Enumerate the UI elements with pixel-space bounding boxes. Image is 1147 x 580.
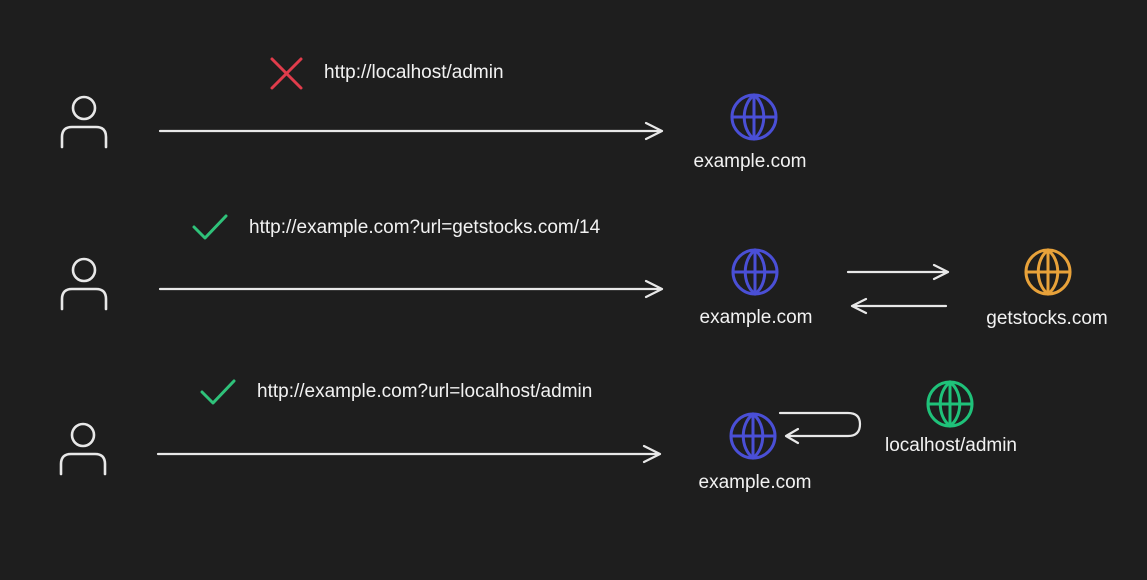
- request-url-label: http://localhost/admin: [324, 62, 504, 83]
- globe-icon: [729, 412, 777, 460]
- request-url-label: http://example.com?url=getstocks.com/14: [249, 217, 601, 238]
- response-arrow: [850, 297, 948, 315]
- server-label: example.com: [698, 472, 812, 493]
- remote-host-label: getstocks.com: [986, 308, 1108, 329]
- row-2: [60, 214, 1072, 315]
- row-3: [59, 379, 974, 476]
- server-label: example.com: [699, 307, 813, 328]
- user-icon: [60, 257, 108, 311]
- request-arrow: [158, 121, 664, 141]
- check-icon: [192, 214, 228, 240]
- globe-icon: [730, 93, 778, 141]
- globe-icon: [926, 380, 974, 428]
- request-url-label: http://example.com?url=localhost/admin: [257, 381, 593, 402]
- user-icon: [60, 95, 108, 149]
- forward-arrow: [846, 263, 950, 281]
- cross-icon: [270, 57, 303, 90]
- loopback-arrow: [778, 411, 862, 445]
- check-icon: [200, 379, 236, 405]
- user-icon: [59, 422, 107, 476]
- globe-icon: [1024, 248, 1072, 296]
- globe-icon: [731, 248, 779, 296]
- request-arrow: [156, 444, 662, 464]
- row-1: [60, 57, 778, 149]
- internal-host-label: localhost/admin: [884, 435, 1018, 456]
- server-label: example.com: [693, 151, 807, 172]
- request-arrow: [158, 279, 664, 299]
